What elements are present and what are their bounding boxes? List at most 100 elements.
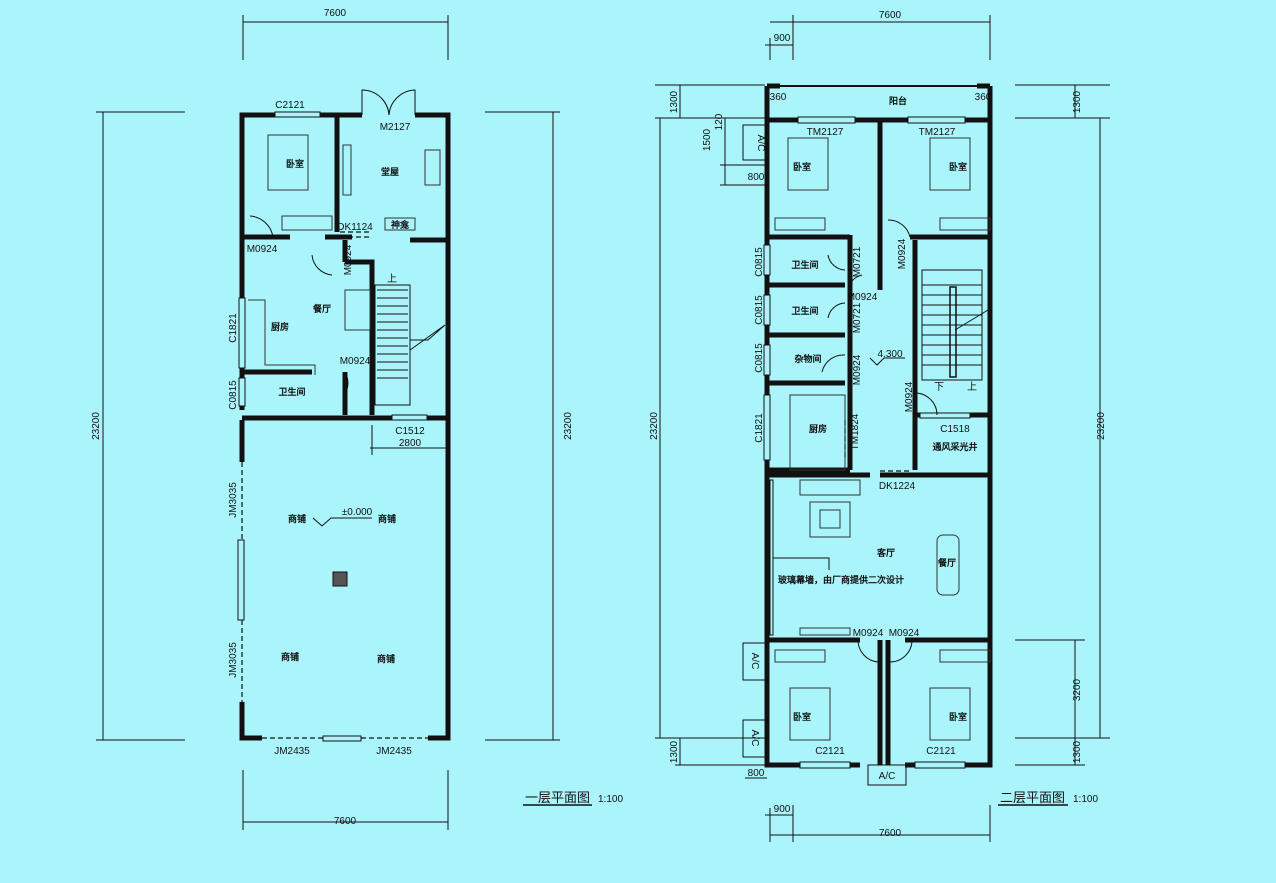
label-c1821: C1821 xyxy=(754,413,765,443)
room-bathroom-2: 卫生间 xyxy=(791,305,818,316)
label-m0924-a: M0924 xyxy=(247,244,278,255)
dim-left-23200: 23200 xyxy=(649,412,660,440)
dimension-lines xyxy=(655,15,1110,842)
dim-bottom-small: 900 xyxy=(774,804,791,815)
room-kitchen: 厨房 xyxy=(271,321,289,332)
dim-left-1300b: 1300 xyxy=(669,740,680,763)
label-c2121: C2121 xyxy=(275,100,305,111)
staircase xyxy=(921,269,989,381)
dim-inner: 2800 xyxy=(399,438,422,449)
label-jm3035-b: JM3035 xyxy=(228,642,239,678)
room-bedroom-1: 卧室 xyxy=(793,161,811,172)
label-jm3035-a: JM3035 xyxy=(228,482,239,518)
room-bathroom: 卫生间 xyxy=(278,386,305,397)
ac-label-2: A/C xyxy=(749,653,760,670)
room-bedroom-3: 卧室 xyxy=(793,711,811,722)
dim-left-800: 800 xyxy=(748,172,765,183)
label-m0924-a: M0924 xyxy=(897,238,908,269)
label-c0815: C0815 xyxy=(228,380,239,410)
room-bedroom-2: 卧室 xyxy=(949,161,967,172)
dim-bottom-800: 800 xyxy=(748,768,765,779)
label-m2127: M2127 xyxy=(380,122,411,133)
room-kitchen: 厨房 xyxy=(809,423,827,434)
dim-top: 7600 xyxy=(324,8,347,19)
label-down: 下 xyxy=(934,382,944,393)
label-up: 上 xyxy=(967,381,977,393)
label-m0924-c: M0924 xyxy=(340,356,371,367)
doors-and-fixtures xyxy=(773,137,991,741)
label-m0924-b: M0924 xyxy=(343,244,354,275)
label-tm1824: TM1824 xyxy=(850,413,861,450)
room-shop-3: 商铺 xyxy=(281,651,299,662)
plan-title: 二层平面图 xyxy=(1000,790,1065,805)
second-floor-plan: 7600 900 7600 900 800 1300 1500 120 800 … xyxy=(649,10,1110,842)
label-m0721-a: M0721 xyxy=(852,246,863,277)
dim-360-b: 360 xyxy=(975,92,992,103)
elevation-label: ±0.000 xyxy=(342,507,373,518)
label-dk1124: DK1124 xyxy=(337,222,373,233)
structural-column xyxy=(332,571,348,587)
room-shop-1: 商铺 xyxy=(288,513,306,524)
walls xyxy=(237,111,451,742)
elevation-marker xyxy=(869,357,905,366)
dim-360-a: 360 xyxy=(770,92,787,103)
ac-label-4: A/C xyxy=(879,771,896,782)
room-dining: 餐厅 xyxy=(312,303,331,314)
label-c0815-b: C0815 xyxy=(754,295,765,325)
label-c2121-a: C2121 xyxy=(815,746,845,757)
room-storage: 杂物间 xyxy=(794,353,821,364)
room-living: 客厅 xyxy=(876,547,895,558)
label-m0924-b: M0924 xyxy=(847,292,878,303)
label-c1512: C1512 xyxy=(395,426,425,437)
room-balcony: 阳台 xyxy=(889,95,907,106)
elevation-marker xyxy=(312,517,372,527)
dim-right-23200: 23200 xyxy=(1096,412,1107,440)
ac-label-3: A/C xyxy=(749,730,760,747)
label-c1518: C1518 xyxy=(940,424,970,435)
dim-top-small: 900 xyxy=(774,33,791,44)
label-shrine: 神龛 xyxy=(391,219,410,230)
plan-title: 一层平面图 xyxy=(525,790,590,805)
label-dk1224: DK1224 xyxy=(879,481,916,492)
label-c0815-c: C0815 xyxy=(754,343,765,373)
room-dining: 餐厅 xyxy=(937,557,956,568)
dim-left-1300: 1300 xyxy=(669,90,680,113)
label-m0924-d: M0924 xyxy=(904,381,915,412)
ac-label-1: A/C xyxy=(755,135,766,152)
dim-bottom: 7600 xyxy=(334,816,357,827)
staircase xyxy=(374,284,446,406)
label-tm2127-a: TM2127 xyxy=(807,127,844,138)
dim-right-1300: 1300 xyxy=(1072,90,1083,113)
label-up: 上 xyxy=(387,273,397,285)
plan-scale: 1:100 xyxy=(598,794,623,805)
label-m0721-b: M0721 xyxy=(852,302,863,333)
dim-bottom: 7600 xyxy=(879,828,902,839)
elevation-label: 4.300 xyxy=(877,349,902,360)
room-hall: 堂屋 xyxy=(381,166,399,177)
ground-floor-plan: 7600 7600 23200 23200 2800 xyxy=(91,8,623,830)
label-c0815-a: C0815 xyxy=(754,247,765,277)
room-bedroom: 卧室 xyxy=(286,158,304,169)
dim-right-1300b: 1300 xyxy=(1072,740,1083,763)
plan-scale: 1:100 xyxy=(1073,794,1098,805)
label-jm2435-b: JM2435 xyxy=(376,746,412,757)
label-c2121-b: C2121 xyxy=(926,746,956,757)
curtain-wall-note: 玻璃幕墙，由厂商提供二次设计 xyxy=(778,574,904,585)
dim-right-3200: 3200 xyxy=(1072,678,1083,701)
walls xyxy=(763,83,993,769)
dimension-lines xyxy=(96,15,560,830)
dim-left-1500: 1500 xyxy=(702,128,713,151)
label-m0924-c: M0924 xyxy=(852,354,863,385)
room-bathroom-1: 卫生间 xyxy=(791,259,818,270)
dim-top: 7600 xyxy=(879,10,902,21)
dim-left: 23200 xyxy=(91,412,102,440)
room-shop-2: 商铺 xyxy=(378,513,396,524)
room-shop-4: 商铺 xyxy=(377,653,395,664)
room-bedroom-4: 卧室 xyxy=(949,711,967,722)
label-m0924-e: M0924 xyxy=(853,628,884,639)
dim-left-120: 120 xyxy=(714,113,725,130)
label-jm2435-a: JM2435 xyxy=(274,746,310,757)
doors-and-fixtures xyxy=(248,89,446,406)
room-light-shaft: 通风采光井 xyxy=(932,441,977,452)
